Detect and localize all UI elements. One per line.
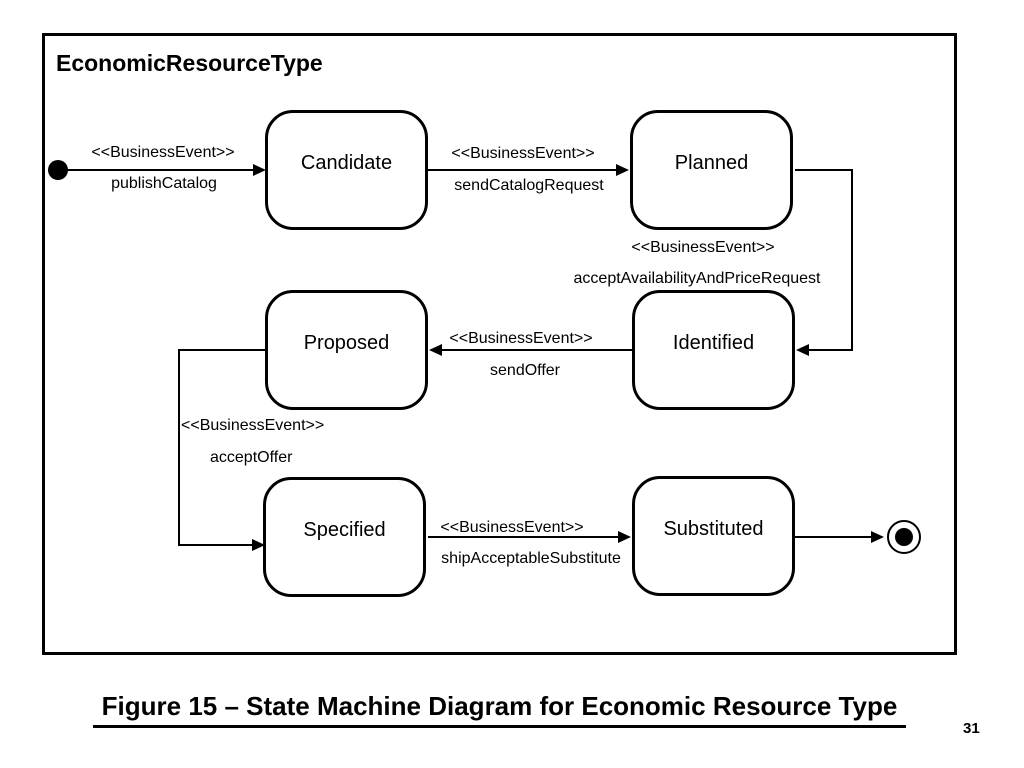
state-specified: Specified — [263, 477, 426, 597]
arrowhead-icon — [253, 164, 266, 176]
transition-event: acceptAvailabilityAndPriceRequest — [573, 270, 821, 287]
transition-event: publishCatalog — [111, 175, 217, 192]
transition-line-acceptoffer-seg1 — [178, 349, 266, 351]
arrowhead-icon — [796, 344, 809, 356]
state-identified-label: Identified — [672, 331, 755, 354]
state-planned: Planned — [630, 110, 793, 230]
state-planned-label: Planned — [674, 151, 749, 174]
transition-stereotype: <<BusinessEvent>> — [631, 239, 775, 256]
diagram-title: EconomicResourceType — [56, 50, 323, 76]
transition-line-acceptavailability-seg2 — [851, 169, 853, 351]
transition-line-shipacceptablesubstitute — [428, 536, 620, 538]
arrowhead-icon — [252, 539, 265, 551]
final-state-icon — [887, 520, 921, 554]
state-identified: Identified — [632, 290, 795, 410]
transition-event: shipAcceptableSubstitute — [441, 550, 621, 567]
transition-line-sendoffer — [440, 349, 632, 351]
figure-caption-text: Figure 15 – State Machine Diagram for Ec… — [92, 691, 907, 728]
transition-stereotype: <<BusinessEvent>> — [440, 519, 584, 536]
state-specified-label: Specified — [303, 518, 386, 541]
state-proposed-label: Proposed — [303, 331, 390, 354]
arrowhead-icon — [429, 344, 442, 356]
state-proposed: Proposed — [265, 290, 428, 410]
arrowhead-icon — [616, 164, 629, 176]
transition-stereotype: <<BusinessEvent>> — [449, 330, 593, 347]
state-substituted: Substituted — [632, 476, 795, 596]
transition-line-acceptoffer-seg2 — [178, 349, 180, 546]
state-substituted-label: Substituted — [663, 517, 764, 540]
transition-line-acceptoffer-seg3 — [178, 544, 252, 546]
page-number: 31 — [963, 720, 980, 737]
initial-state-icon — [48, 160, 68, 180]
transition-line-acceptavailability-seg1 — [795, 169, 853, 171]
figure-caption: Figure 15 – State Machine Diagram for Ec… — [42, 691, 957, 728]
transition-event: sendOffer — [490, 362, 560, 379]
transition-stereotype: <<BusinessEvent>> — [91, 144, 235, 161]
transition-line-acceptavailability-seg3 — [808, 349, 853, 351]
final-state-dot — [895, 528, 913, 546]
arrowhead-icon — [618, 531, 631, 543]
transition-event: acceptOffer — [210, 449, 293, 466]
state-candidate: Candidate — [265, 110, 428, 230]
transition-stereotype: <<BusinessEvent>> — [451, 145, 595, 162]
transition-line-publishcatalog — [66, 169, 258, 171]
state-candidate-label: Candidate — [300, 151, 393, 174]
transition-stereotype: <<BusinessEvent>> — [181, 417, 325, 434]
transition-line-sendcatalogrequest — [428, 169, 620, 171]
transition-line-to-final — [795, 536, 872, 538]
transition-event: sendCatalogRequest — [454, 177, 604, 194]
arrowhead-icon — [871, 531, 884, 543]
